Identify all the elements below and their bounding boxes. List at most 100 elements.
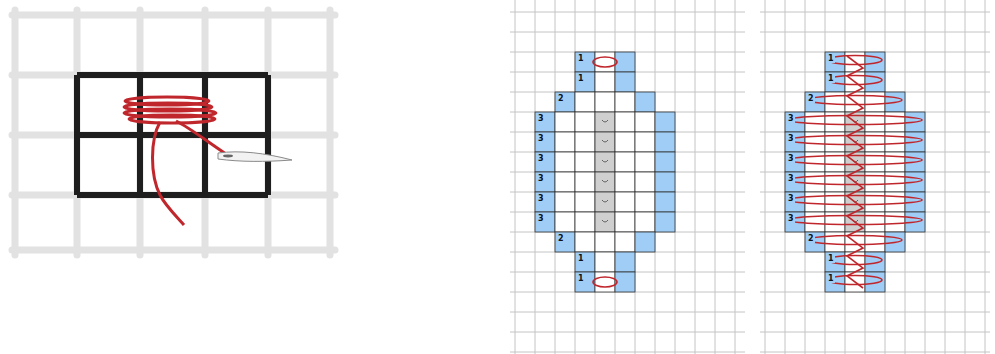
stitch-cell <box>865 72 885 92</box>
stitch-count: 1 <box>827 254 835 263</box>
stitch-cell <box>595 112 615 132</box>
stitch-cell <box>535 132 555 152</box>
stitch-cell <box>535 192 555 212</box>
centre-mark <box>602 180 608 182</box>
stitch-cell <box>595 252 615 272</box>
stitch-cell <box>615 212 635 232</box>
stitch-cell <box>595 232 615 252</box>
stitch-cell <box>635 172 655 192</box>
light-mesh-lines <box>12 10 335 255</box>
stitch-count: 2 <box>807 94 815 103</box>
stitch-count: 3 <box>537 134 545 143</box>
stitch-cell <box>595 172 615 192</box>
stitch-cell <box>615 152 635 172</box>
stitch-count: 3 <box>537 114 545 123</box>
stitch-cell <box>595 52 615 72</box>
stitch-cell <box>535 152 555 172</box>
centre-mark <box>602 120 608 122</box>
stitch-cell <box>635 192 655 212</box>
stitch-cell <box>615 52 635 72</box>
stitch-cell <box>885 172 905 192</box>
stitch-count: 3 <box>787 134 795 143</box>
stitch-cell <box>555 132 575 152</box>
stitch-cell <box>575 272 595 292</box>
stitch-cell <box>885 192 905 212</box>
stitch-cell <box>655 152 675 172</box>
stitch-cell <box>575 72 595 92</box>
stitch-cell <box>865 252 885 272</box>
stitch-count: 1 <box>577 254 585 263</box>
stitch-count: 3 <box>537 154 545 163</box>
stitch-cell <box>635 112 655 132</box>
stitch-count: 3 <box>537 194 545 203</box>
centre-mark <box>602 160 608 162</box>
canvas-mesh <box>12 10 335 255</box>
stitch-cell <box>575 112 595 132</box>
stitch-cell <box>575 192 595 212</box>
stitch-cell <box>655 192 675 212</box>
stitch-cell <box>655 172 675 192</box>
stitch-cell <box>555 232 575 252</box>
stitch-count: 2 <box>807 234 815 243</box>
stitch-count: 3 <box>787 174 795 183</box>
stitch-cell <box>655 212 675 232</box>
stitch-cell <box>885 152 905 172</box>
grid-lines <box>760 0 990 354</box>
stitch-cell <box>575 92 595 112</box>
stitch-cell <box>535 112 555 132</box>
stitch-cell <box>555 92 575 112</box>
stitch-cell <box>805 192 825 212</box>
stitch-cell <box>635 212 655 232</box>
stitch-cell <box>865 52 885 72</box>
stitch-grid <box>760 0 990 354</box>
stitch-cells <box>535 52 675 292</box>
stitch-cell <box>615 92 635 112</box>
stitch-cell <box>575 152 595 172</box>
stitch-count: 3 <box>537 174 545 183</box>
stitch-cell <box>825 252 845 272</box>
stitch-cell <box>595 272 615 292</box>
stitch-cell <box>615 132 635 152</box>
stitch-cell <box>555 112 575 132</box>
stitch-count: 2 <box>557 234 565 243</box>
stitch-count: 3 <box>787 114 795 123</box>
thread <box>788 56 922 289</box>
stitch-cell <box>595 192 615 212</box>
stitch-cell <box>635 92 655 112</box>
thread <box>593 57 617 287</box>
stitch-count: 3 <box>537 214 545 223</box>
stitch-cell <box>805 212 825 232</box>
stitch-cell <box>575 52 595 72</box>
stitch-count: 1 <box>577 274 585 283</box>
stitch-cell <box>805 112 825 132</box>
centre-mark <box>602 200 608 202</box>
stitch-cell <box>615 72 635 92</box>
needle <box>218 152 292 162</box>
stitch-count: 1 <box>577 54 585 63</box>
stitch-cell <box>535 172 555 192</box>
centre-mark <box>602 140 608 142</box>
stitch-cell <box>595 72 615 92</box>
stitch-cell <box>615 232 635 252</box>
stitch-cell <box>635 152 655 172</box>
stitch-count: 2 <box>557 94 565 103</box>
stitch-count: 3 <box>787 154 795 163</box>
stitch-cell <box>635 232 655 252</box>
stitch-cell <box>865 272 885 292</box>
stitch-cell <box>825 272 845 292</box>
stitch-cell <box>825 52 845 72</box>
stitch-cell <box>885 212 905 232</box>
stitch-cell <box>805 152 825 172</box>
stitch-cell <box>825 72 845 92</box>
stitch-count: 1 <box>827 74 835 83</box>
stitch-count: 1 <box>827 274 835 283</box>
dark-mesh-lines <box>77 75 268 195</box>
stitch-cell <box>615 172 635 192</box>
stitch-cell <box>655 132 675 152</box>
stitch-cell <box>575 232 595 252</box>
stitch-cell <box>595 212 615 232</box>
stitch-cell <box>555 192 575 212</box>
grid-lines <box>510 0 745 354</box>
